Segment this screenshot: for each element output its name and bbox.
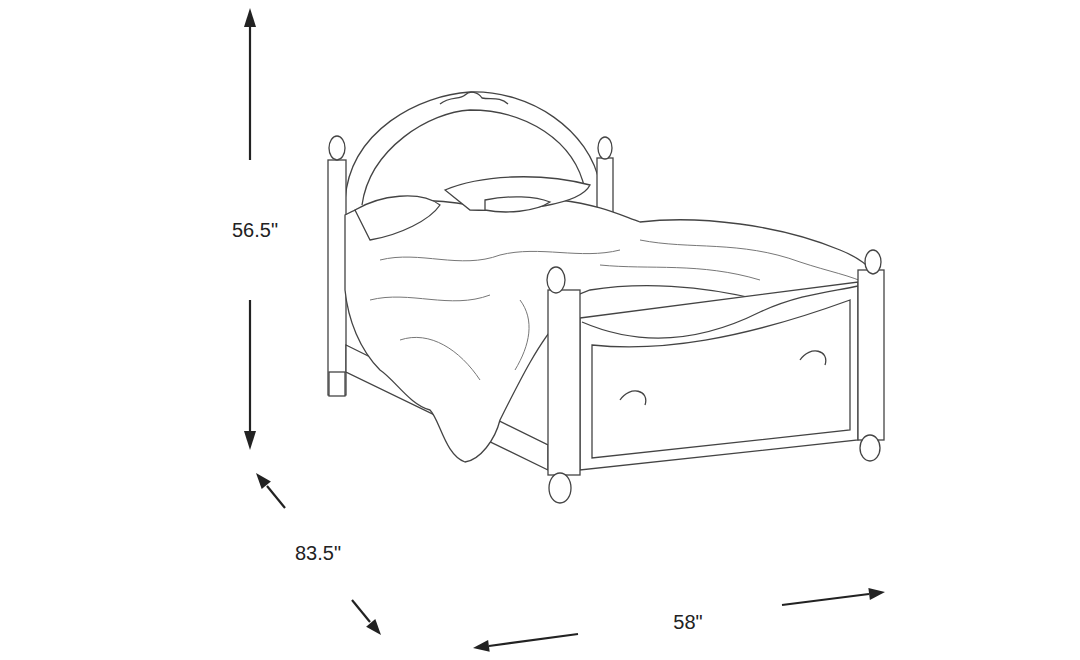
footboard-panel: [592, 300, 850, 458]
height-arrow-line: [249, 300, 251, 434]
headboard-carving: [440, 92, 508, 104]
height-arrow-line: [249, 24, 251, 160]
bed-post: [858, 270, 884, 440]
quilt-fold: [515, 300, 529, 370]
width-arrow-line: [489, 634, 578, 646]
footboard: [580, 282, 858, 470]
depth-arrow-line: [352, 600, 370, 622]
arrowhead: [244, 431, 256, 450]
footboard-wave: [582, 286, 858, 338]
footboard-scroll: [620, 351, 826, 405]
post-foot: [329, 372, 345, 396]
dimension-arrows: [250, 24, 869, 646]
quilt-fold: [600, 265, 760, 280]
quilt-fold: [380, 250, 620, 261]
post-finial: [547, 267, 565, 293]
post-foot: [860, 435, 880, 461]
pillow: [355, 196, 440, 240]
arrowhead: [256, 473, 271, 489]
arrowheads: [244, 8, 885, 652]
dimension-label: 83.5": [292, 540, 344, 566]
bed-post: [328, 160, 346, 395]
post-finial: [598, 137, 612, 159]
quilt-fold: [370, 295, 490, 301]
dimension-label: 58": [670, 609, 705, 635]
arrowhead: [473, 640, 490, 652]
post-finial: [329, 136, 345, 160]
arrowhead: [366, 619, 381, 635]
arrowhead: [868, 588, 885, 600]
quilt-fold: [400, 337, 480, 380]
arrowhead: [244, 8, 256, 27]
dimension-label: 56.5": [229, 217, 281, 243]
depth-arrow-line: [267, 486, 285, 508]
post-foot: [549, 473, 571, 503]
pillow: [485, 197, 550, 212]
bed-drawing: [328, 92, 884, 503]
bed-post: [548, 290, 580, 475]
post-finial: [865, 250, 881, 274]
width-arrow-line: [782, 594, 869, 605]
